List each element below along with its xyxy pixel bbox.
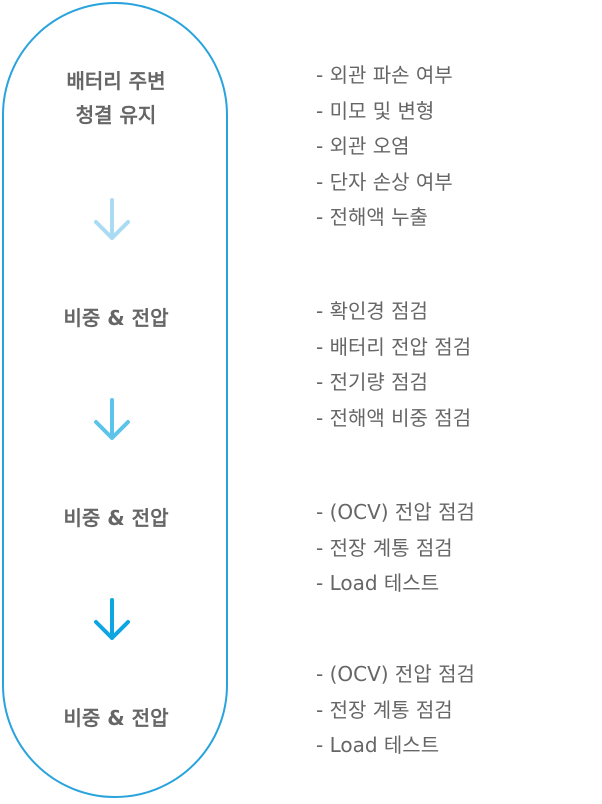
list-item: - 미모 및 변형 <box>316 98 435 123</box>
list-item: - 외관 오염 <box>316 134 410 158</box>
list-item: - 배터리 전압 점검 <box>316 334 472 359</box>
list-item: - Load 테스트 <box>316 571 440 595</box>
step-4-title: 비중 & 전압 <box>63 706 169 730</box>
list-item: - Load 테스트 <box>316 733 440 757</box>
step-2-title: 비중 & 전압 <box>63 306 169 330</box>
list-item: - (OCV) 전압 점검 <box>316 500 475 524</box>
arrow-down-icon <box>92 596 132 644</box>
step-3-title: 비중 & 전압 <box>63 506 169 530</box>
list-item: - 확인경 점검 <box>316 299 428 323</box>
list-item: - 전장 계통 점검 <box>316 697 453 722</box>
step-3-details: - (OCV) 전압 점검 - 전장 계통 점검 - Load 테스트 <box>316 495 596 602</box>
arrow-down-icon <box>92 396 132 444</box>
list-item: - 전장 계통 점검 <box>316 535 453 560</box>
list-item: - 외관 파손 여부 <box>316 63 453 87</box>
list-item: - 전해액 비중 점검 <box>316 405 472 430</box>
step-1-title: 배터리 주변 청결 유지 <box>66 69 166 127</box>
step-2-details: - 확인경 점검 - 배터리 전압 점검 - 전기량 점검 - 전해액 비중 점… <box>316 294 596 436</box>
list-item: - (OCV) 전압 점검 <box>316 662 475 686</box>
list-item: - 전기량 점검 <box>316 370 428 394</box>
list-item: - 단자 손상 여부 <box>316 169 453 194</box>
step-1-details: - 외관 파손 여부 - 미모 및 변형 - 외관 오염 - 단자 손상 여부 … <box>316 58 596 236</box>
arrow-down-icon <box>92 196 132 244</box>
flow-capsule <box>2 2 228 798</box>
list-item: - 전해액 누출 <box>316 205 428 229</box>
step-4-details: - (OCV) 전압 점검 - 전장 계통 점검 - Load 테스트 <box>316 657 596 764</box>
